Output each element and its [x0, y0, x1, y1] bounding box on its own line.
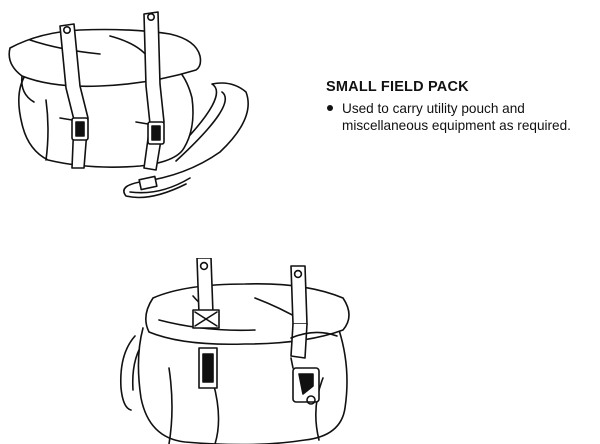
field-pack-side-view-icon [8, 11, 249, 199]
field-pack-front-view-icon [119, 258, 350, 444]
list-item-text-line1: Used to carry utility pouch and [342, 101, 525, 116]
list-item: Used to carry utility pouch and miscella… [327, 100, 597, 134]
list-item-text-line2: miscellaneous equipment as required. [342, 118, 571, 133]
description-list: Used to carry utility pouch and miscella… [327, 100, 597, 134]
section-title: SMALL FIELD PACK [326, 79, 469, 95]
bullet-icon [327, 105, 333, 111]
